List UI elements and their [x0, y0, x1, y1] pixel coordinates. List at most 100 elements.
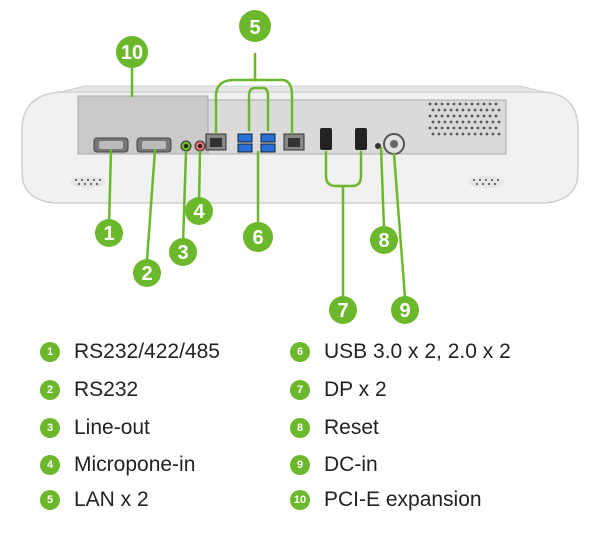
- io-diagram: 1 2 3 4 5 6 7 8: [21, 10, 579, 324]
- callout-3: 3: [169, 238, 197, 266]
- vent-hole: [461, 132, 465, 136]
- usb-port-stack-2: [260, 133, 276, 153]
- legend-label: Line-out: [74, 416, 150, 439]
- vent-hole: [428, 114, 432, 118]
- svg-text:3: 3: [177, 242, 188, 264]
- vent-hole: [437, 120, 441, 124]
- vent-hole: [434, 102, 438, 106]
- displayport-2: [355, 128, 367, 150]
- vent-hole: [452, 114, 456, 118]
- legend-badge: 1: [40, 342, 60, 362]
- vent-hole: [434, 114, 438, 118]
- vent-hole: [470, 102, 474, 106]
- vent-hole: [488, 126, 492, 130]
- vent-hole: [491, 120, 495, 124]
- line-out-jack: [180, 140, 192, 152]
- vent-hole: [428, 126, 432, 130]
- vent-hole: [473, 132, 477, 136]
- vent-hole: [431, 108, 435, 112]
- callout-8: 8: [370, 226, 398, 254]
- vent-hole: [428, 102, 432, 106]
- legend-item-9: 9 DC-in: [290, 451, 378, 479]
- speaker-grille-left: [70, 176, 106, 188]
- vent-hole: [497, 120, 501, 124]
- callout-6: 6: [243, 222, 273, 252]
- vent-hole: [455, 108, 459, 112]
- vent-hole: [479, 120, 483, 124]
- vent-hole: [497, 108, 501, 112]
- legend-badge: 10: [290, 490, 310, 510]
- legend-item-4: 4 Micropone-in: [40, 451, 195, 479]
- usb-port-stack-1: [237, 133, 253, 153]
- vent-hole: [443, 120, 447, 124]
- vent-hole: [473, 108, 477, 112]
- vent-hole: [446, 114, 450, 118]
- legend-label: Reset: [324, 416, 379, 439]
- lan-port-2: [283, 133, 305, 151]
- vent-hole: [446, 126, 450, 130]
- legend-item-3: 3 Line-out: [40, 414, 150, 442]
- vent-hole: [476, 126, 480, 130]
- vent-hole: [464, 126, 468, 130]
- vent-hole: [434, 126, 438, 130]
- legend-badge: 7: [290, 380, 310, 400]
- reset-button: [375, 143, 381, 149]
- legend-badge: 6: [290, 342, 310, 362]
- legend-label: RS232/422/485: [74, 340, 220, 363]
- legend-badge: 4: [40, 455, 60, 475]
- vent-hole: [494, 126, 498, 130]
- legend-badge: 2: [40, 380, 60, 400]
- callout-7: 7: [329, 296, 357, 324]
- legend-item-6: 6 USB 3.0 x 2, 2.0 x 2: [290, 338, 511, 366]
- legend-item-5: 5 LAN x 2: [40, 486, 149, 514]
- callout-2: 2: [133, 259, 161, 287]
- vent-hole: [461, 108, 465, 112]
- vent-hole: [467, 120, 471, 124]
- legend-item-1: 1 RS232/422/485: [40, 338, 220, 366]
- vent-hole: [488, 102, 492, 106]
- legend-label: RS232: [74, 378, 139, 401]
- vent-hole: [497, 132, 501, 136]
- vent-hole: [437, 132, 441, 136]
- vent-hole: [455, 132, 459, 136]
- displayport-1: [320, 128, 332, 150]
- legend-item-8: 8 Reset: [290, 414, 379, 442]
- speaker-grille-right: [468, 176, 504, 188]
- vent-hole: [488, 114, 492, 118]
- leader-lines: [107, 50, 407, 300]
- legend-item-7: 7 DP x 2: [290, 376, 387, 404]
- vent-hole: [467, 108, 471, 112]
- vent-hole: [440, 102, 444, 106]
- vent-hole: [476, 114, 480, 118]
- vent-hole: [482, 126, 486, 130]
- vent-hole: [464, 102, 468, 106]
- svg-text:1: 1: [103, 223, 114, 245]
- vent-hole: [485, 108, 489, 112]
- vent-hole: [491, 132, 495, 136]
- legend-badge: 3: [40, 418, 60, 438]
- legend-label: PCI-E expansion: [324, 488, 482, 511]
- vent-hole: [431, 132, 435, 136]
- vent-hole: [440, 114, 444, 118]
- com-port-2: [136, 137, 172, 153]
- legend-badge: 8: [290, 418, 310, 438]
- vent-hole: [485, 132, 489, 136]
- vent-grille: [428, 102, 501, 136]
- legend-label: LAN x 2: [74, 488, 149, 511]
- vent-hole: [467, 132, 471, 136]
- vent-hole: [443, 108, 447, 112]
- vent-hole: [470, 126, 474, 130]
- vent-hole: [458, 102, 462, 106]
- svg-text:7: 7: [337, 300, 348, 322]
- svg-text:6: 6: [252, 227, 263, 249]
- lan-port-1: [205, 133, 227, 151]
- vent-hole: [446, 102, 450, 106]
- svg-text:2: 2: [141, 263, 152, 285]
- vent-hole: [458, 114, 462, 118]
- callout-4: 4: [185, 197, 213, 225]
- vent-hole: [494, 114, 498, 118]
- vent-hole: [449, 108, 453, 112]
- vent-hole: [440, 126, 444, 130]
- vent-hole: [455, 120, 459, 124]
- vent-hole: [452, 102, 456, 106]
